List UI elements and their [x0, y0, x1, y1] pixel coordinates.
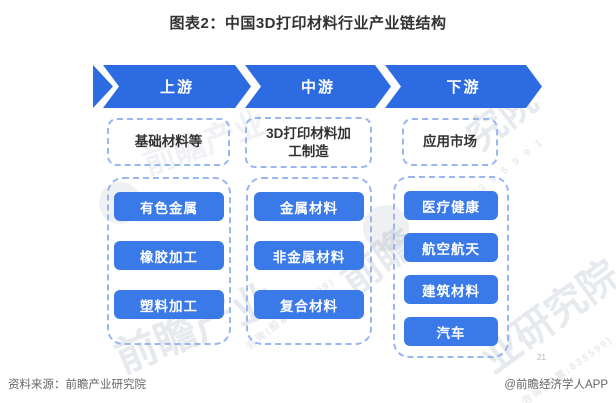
source-note: 资料来源：前瞻产业研究院 — [8, 379, 146, 391]
item-chip: 复合材料 — [254, 290, 364, 319]
item-chip: 有色金属 — [114, 192, 224, 221]
figure-title: 图表2：中国3D打印材料行业产业链结构 — [169, 15, 447, 32]
item-chip: 医疗健康 — [404, 191, 498, 220]
items-container-midstream: 金属材料 非金属材料 复合材料 — [246, 177, 372, 345]
category-box-downstream: 应用市场 — [402, 118, 498, 166]
banner-midstream: 中游 — [245, 65, 391, 108]
credit-note: @前瞻经济学人APP — [504, 379, 608, 391]
banner-midstream-label: 中游 — [300, 79, 335, 96]
page-mark: 21 — [537, 353, 546, 362]
category-box-upstream: 基础材料等 — [107, 118, 230, 166]
item-chip: 塑料加工 — [114, 290, 224, 319]
banner-upstream-label: 上游 — [159, 79, 194, 96]
item-chip: 航空航天 — [404, 233, 498, 262]
banner-downstream: 下游 — [385, 65, 542, 108]
item-chip: 汽车 — [404, 317, 498, 346]
items-container-downstream: 医疗健康 航空航天 建筑材料 汽车 — [393, 176, 509, 358]
item-chip: 金属材料 — [254, 192, 364, 221]
category-label: 应用市场 — [423, 134, 477, 150]
category-label: 基础材料等 — [134, 134, 203, 150]
category-box-midstream: 3D打印材料加工制造 — [245, 117, 372, 168]
banner-downstream-label: 下游 — [446, 79, 481, 96]
banner-upstream: 上游 — [103, 65, 251, 108]
category-label: 3D打印材料加工制造 — [266, 125, 351, 159]
items-container-upstream: 有色金属 橡胶加工 塑料加工 — [107, 177, 231, 345]
watermark-text: 咨询(股票:839599) — [520, 334, 616, 403]
item-chip: 橡胶加工 — [114, 241, 224, 270]
item-chip: 非金属材料 — [254, 241, 364, 270]
item-chip: 建筑材料 — [404, 275, 498, 304]
